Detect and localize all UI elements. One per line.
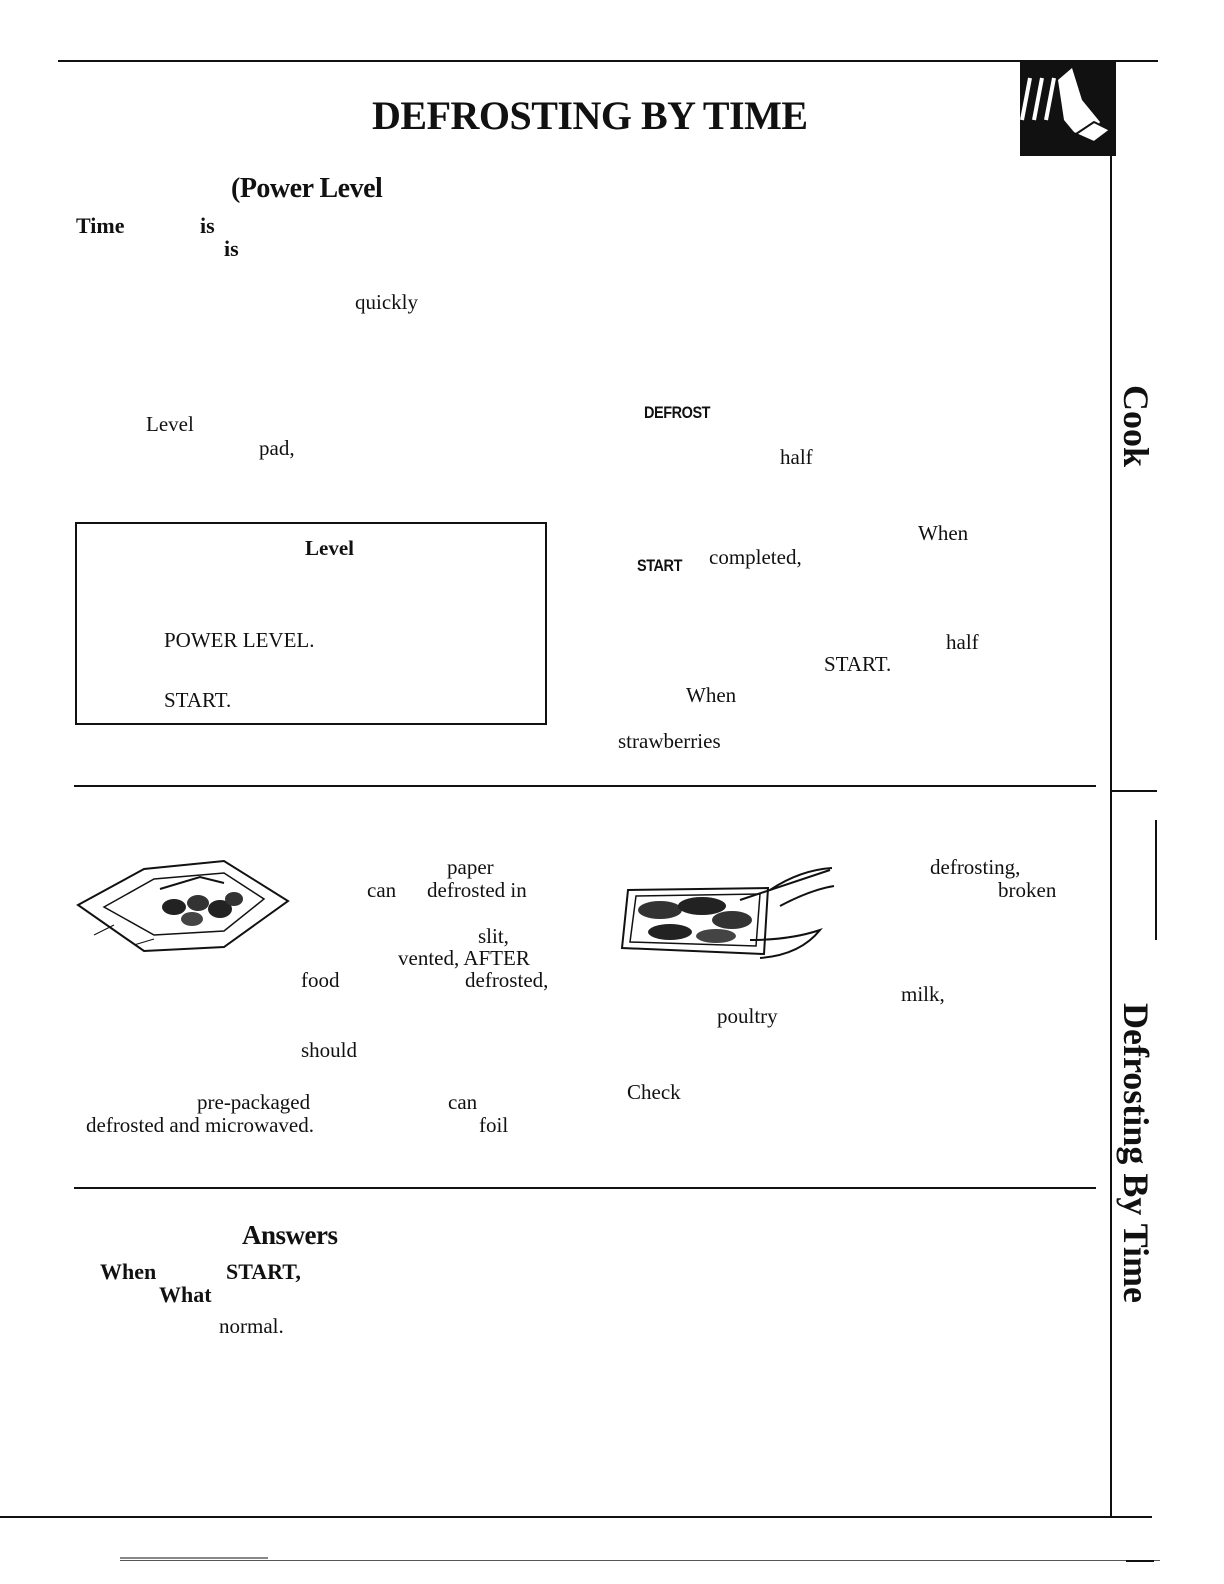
body-word-when-2: When bbox=[686, 683, 737, 707]
qa-word-normal: normal. bbox=[219, 1314, 284, 1338]
side-tab-border bbox=[1110, 60, 1112, 1518]
qa-word-what: What bbox=[159, 1282, 212, 1307]
intro-word-is-1: is bbox=[200, 213, 215, 238]
tab-vertical-mark bbox=[1155, 820, 1157, 940]
qa-word-start: START, bbox=[226, 1259, 301, 1284]
footer-mark bbox=[1126, 1560, 1154, 1562]
tab-divider bbox=[1112, 790, 1157, 792]
tip-word-check: Check bbox=[627, 1080, 681, 1104]
steps-word-level: Level bbox=[305, 536, 354, 560]
section-rule-2 bbox=[74, 1187, 1096, 1189]
tip-word-can: can bbox=[367, 878, 397, 902]
qa-word-when: When bbox=[100, 1259, 157, 1284]
tip-word-slit: slit, bbox=[478, 924, 509, 948]
body-word-half-1: half bbox=[780, 445, 813, 469]
body-word-pad: pad, bbox=[259, 436, 295, 460]
steps-box: Level POWER LEVEL. START. bbox=[75, 522, 547, 725]
tip-word-vented-after: vented, AFTER bbox=[398, 946, 530, 970]
tip-word-defrosted: defrosted, bbox=[465, 968, 549, 992]
tip-word-can-2: can bbox=[448, 1090, 478, 1114]
chicken-dish-illustration bbox=[620, 860, 842, 965]
body-word-level: Level bbox=[146, 412, 194, 436]
tip-word-poultry: poultry bbox=[717, 1004, 778, 1028]
steps-power-level: POWER LEVEL. bbox=[164, 628, 315, 652]
intro-word-time: Time bbox=[76, 213, 125, 238]
body-word-strawberries: strawberries bbox=[618, 729, 721, 753]
tip-word-prepackaged: pre-packaged bbox=[197, 1090, 311, 1114]
body-word-start-2: START. bbox=[824, 652, 892, 676]
hand-icon bbox=[1020, 60, 1116, 156]
intro-word-quickly: quickly bbox=[355, 290, 418, 314]
footer-rule bbox=[120, 1560, 1160, 1561]
section-rule-1 bbox=[74, 785, 1096, 787]
page-title: DEFROSTING BY TIME bbox=[372, 93, 808, 138]
body-word-half-2: half bbox=[946, 630, 979, 654]
tip-word-food: food bbox=[301, 968, 340, 992]
tip-word-defrosting: defrosting, bbox=[930, 855, 1021, 879]
tip-word-milk: milk, bbox=[901, 982, 945, 1006]
tip-word-should: should bbox=[301, 1038, 358, 1062]
start-key-label: START bbox=[637, 556, 682, 575]
side-tab-defrosting-by-time: Defrosting By Time bbox=[1116, 1003, 1156, 1304]
tip-word-foil: foil bbox=[479, 1113, 509, 1137]
tip-word-defrosted-microwaved: defrosted and microwaved. bbox=[86, 1113, 314, 1137]
intro-word-is-2: is bbox=[224, 236, 239, 261]
tip-word-defrosted-in: defrosted in bbox=[427, 878, 527, 902]
bottom-rule bbox=[0, 1516, 1152, 1518]
tip-word-paper: paper bbox=[447, 855, 494, 879]
footer-rule-thick bbox=[120, 1557, 268, 1559]
qa-heading: Answers bbox=[242, 1220, 338, 1250]
intro-heading: (Power Level bbox=[231, 173, 383, 204]
defrost-key-label: DEFROST bbox=[644, 403, 711, 422]
steps-start: START. bbox=[164, 688, 232, 712]
tip-word-broken: broken bbox=[998, 878, 1057, 902]
body-word-when-1: When bbox=[918, 521, 969, 545]
body-word-completed: completed, bbox=[709, 545, 802, 569]
top-rule bbox=[58, 60, 1158, 62]
frozen-strawberries-illustration bbox=[74, 855, 294, 955]
side-tab-cook: Cook bbox=[1116, 385, 1156, 468]
